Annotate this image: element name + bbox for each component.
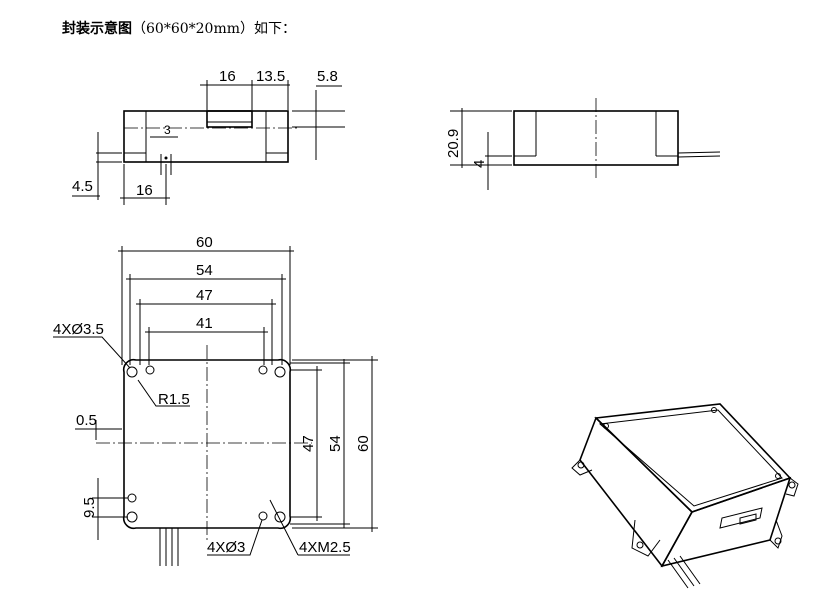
hole-tr — [274, 366, 286, 378]
label-thread: 4XM2.5 — [299, 539, 351, 556]
dim-5-8: 5.8 — [317, 68, 338, 85]
thread-tl — [145, 365, 155, 375]
page-title: 封装示意图（60*60*20mm）如下： — [62, 18, 296, 38]
iso-top-face — [594, 403, 792, 513]
thread-br — [258, 511, 268, 521]
hole-bl — [126, 511, 138, 523]
label-hole-3: 4XØ3 — [207, 539, 245, 556]
hole-br — [274, 511, 286, 523]
title-main: 封装示意图 — [62, 21, 132, 37]
thread-tr — [258, 365, 268, 375]
top-view-connector — [206, 110, 253, 128]
front-view: 60 54 47 41 4XØ3.5 R1.5 0.5 9.5 47 54 60… — [53, 234, 378, 566]
dim-4: 4 — [471, 160, 488, 168]
dim-9-5: 9.5 — [81, 497, 98, 518]
dim-41: 41 — [196, 315, 213, 332]
dim-60-right: 60 — [355, 435, 372, 452]
dim-4-5: 4.5 — [72, 178, 93, 195]
label-hole-3-5: 4XØ3.5 — [53, 321, 104, 338]
hole-tl — [126, 366, 138, 378]
top-view: 16 13.5 5.8 3 4.5 16 — [72, 68, 345, 205]
side-view: 20.9 4 — [445, 98, 721, 190]
dim-16-top: 16 — [219, 68, 236, 85]
dim-47-top: 47 — [196, 287, 213, 304]
dim-54-top: 54 — [196, 262, 213, 279]
top-view-right-notch — [265, 111, 288, 162]
dim-60-top: 60 — [196, 234, 213, 251]
top-view-body — [123, 110, 289, 163]
dim-47-right: 47 — [300, 435, 317, 452]
dim-54-right: 54 — [327, 435, 344, 452]
dim-3: 3 — [164, 123, 171, 137]
top-view-left-notch — [124, 111, 147, 162]
label-radius: R1.5 — [158, 391, 190, 408]
dim-0-5: 0.5 — [76, 412, 97, 429]
dim-13-5: 13.5 — [256, 68, 285, 85]
dim-16-bottom: 16 — [136, 182, 153, 199]
dim-20-9: 20.9 — [445, 129, 462, 158]
isometric-view — [571, 403, 799, 589]
title-spec: （60*60*20mm）如下： — [132, 21, 296, 37]
front-view-body — [122, 358, 292, 530]
thread-bl — [127, 493, 137, 503]
